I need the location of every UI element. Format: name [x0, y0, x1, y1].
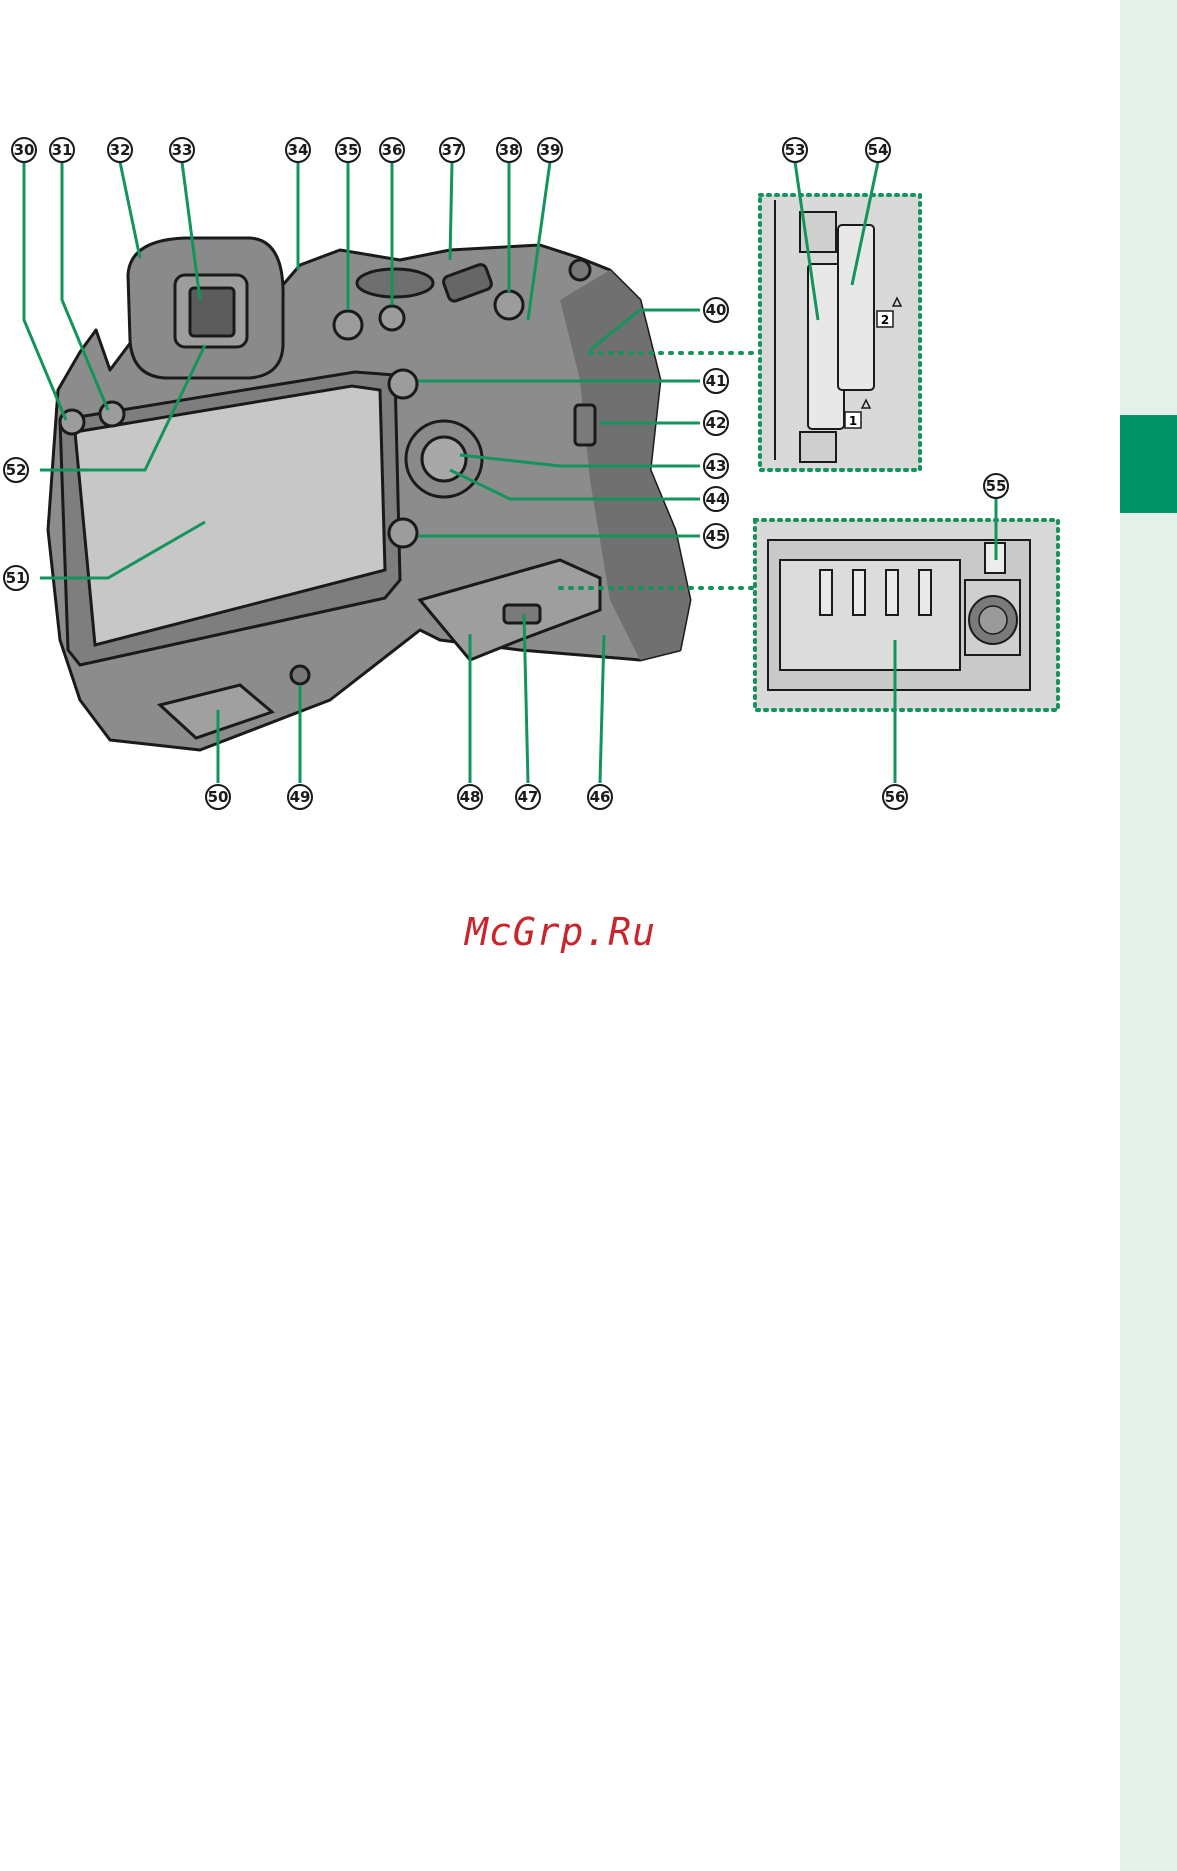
callout-55: 55: [986, 477, 1007, 495]
callout-54: 54: [868, 141, 889, 159]
callout-52: 52: [6, 461, 27, 479]
button-36: [380, 306, 404, 330]
callout-41: 41: [706, 372, 727, 390]
card-slot-2-label: 2: [881, 313, 889, 327]
watermark: McGrp.Ru: [0, 910, 1149, 954]
button-31: [100, 402, 124, 426]
callout-51: 51: [6, 569, 27, 587]
callout-39: 39: [540, 141, 561, 159]
callout-38: 38: [499, 141, 520, 159]
callout-40: 40: [706, 301, 727, 319]
card-slot-inset: 1 2: [760, 195, 920, 470]
button-38: [495, 291, 523, 319]
callout-56: 56: [885, 788, 906, 806]
command-dial: [357, 269, 433, 297]
viewfinder-eyecup: [128, 238, 283, 378]
callout-50: 50: [208, 788, 229, 806]
callout-31: 31: [52, 141, 73, 159]
callout-37: 37: [442, 141, 463, 159]
callout-36: 36: [382, 141, 403, 159]
callout-43: 43: [706, 457, 727, 475]
button-41: [389, 370, 417, 398]
callout-53: 53: [785, 141, 806, 159]
callout-49: 49: [290, 788, 311, 806]
callout-32: 32: [110, 141, 131, 159]
port-cover-42: [575, 405, 595, 445]
button-45: [389, 519, 417, 547]
callout-30: 30: [14, 141, 35, 159]
callout-48: 48: [460, 788, 481, 806]
callout-44: 44: [706, 490, 727, 508]
card-slot-2: [838, 225, 874, 390]
callout-42: 42: [706, 414, 727, 432]
camera-back-diagram: 1 2: [0, 0, 1177, 820]
callout-33: 33: [172, 141, 193, 159]
callout-34: 34: [288, 141, 309, 159]
callout-35: 35: [338, 141, 359, 159]
button-35: [334, 311, 362, 339]
callout-46: 46: [590, 788, 611, 806]
callout-47: 47: [518, 788, 539, 806]
card-slot-1-label: 1: [849, 414, 857, 428]
callout-45: 45: [706, 527, 727, 545]
battery-inset: [755, 520, 1058, 710]
